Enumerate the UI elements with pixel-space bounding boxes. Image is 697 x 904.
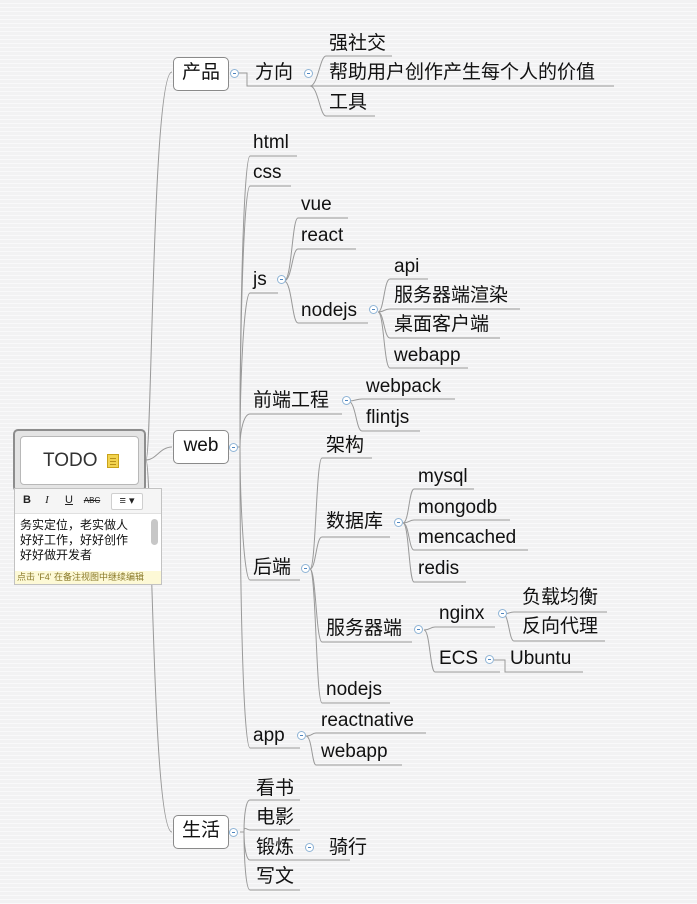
notes-text[interactable]: 务实定位，老实做人 好好工作，好好创作 好好做开发者 — [20, 518, 129, 562]
topic-nodejs-item[interactable]: 桌面客户端 — [394, 314, 490, 335]
topic-css[interactable]: css — [253, 162, 282, 183]
collapse-toggle-nginx[interactable] — [498, 609, 507, 618]
topic-frontend-engineering-item[interactable]: webpack — [366, 376, 441, 397]
topic-database-item[interactable]: mongodb — [418, 497, 498, 518]
collapse-toggle-app[interactable] — [297, 731, 306, 740]
topic-ecs[interactable]: ECS — [439, 648, 479, 669]
topic-direction-item[interactable]: 帮助用户创作产生每个人的价值 — [329, 62, 596, 83]
collapse-toggle-direction[interactable] — [304, 69, 313, 78]
notes-hint: 点击 'F4' 在备注视图中继续编辑 — [15, 571, 161, 584]
root-topic-label-box[interactable]: TODO — [20, 436, 139, 485]
topic-app-item[interactable]: webapp — [321, 741, 388, 762]
topic-database-item[interactable]: redis — [418, 558, 460, 579]
topic-direction-item[interactable]: 强社交 — [329, 33, 387, 54]
collapse-toggle-product[interactable] — [230, 69, 239, 78]
collapse-toggle-web[interactable] — [229, 443, 238, 452]
topic-architecture[interactable]: 架构 — [326, 435, 365, 456]
topic-nodejs[interactable]: nodejs — [301, 300, 357, 321]
topic-app[interactable]: app — [253, 725, 285, 746]
topic-ubuntu[interactable]: Ubuntu — [510, 648, 572, 669]
notes-toolbar: B I U ABC ≡ ▾ — [15, 489, 161, 514]
topic-react[interactable]: react — [301, 225, 344, 246]
topic-nginx[interactable]: nginx — [439, 603, 485, 624]
bold-button[interactable]: B — [23, 494, 31, 506]
root-topic-label: TODO — [43, 450, 98, 471]
topic-app-item[interactable]: reactnative — [321, 710, 414, 731]
topic-product-label: 产品 — [181, 62, 220, 83]
collapse-toggle-database[interactable] — [394, 518, 403, 527]
topic-nginx-item[interactable]: 负载均衡 — [522, 587, 599, 608]
topic-web[interactable]: web — [173, 430, 229, 464]
topic-direction[interactable]: 方向 — [255, 62, 294, 83]
underline-button[interactable]: U — [65, 494, 73, 506]
notes-scrollbar[interactable] — [151, 519, 158, 545]
italic-button[interactable]: I — [45, 494, 49, 506]
topic-database-item[interactable]: mysql — [418, 466, 468, 487]
topic-reading[interactable]: 看书 — [256, 778, 295, 799]
collapse-toggle-frontend-engineering[interactable] — [342, 396, 351, 405]
topic-server-side[interactable]: 服务器端 — [326, 618, 403, 639]
topic-movie[interactable]: 电影 — [256, 807, 295, 828]
notes-popup: B I U ABC ≡ ▾ 务实定位，老实做人 好好工作，好好创作 好好做开发者… — [14, 488, 162, 585]
topic-backend-nodejs[interactable]: nodejs — [326, 679, 382, 700]
topic-nginx-item[interactable]: 反向代理 — [522, 616, 599, 637]
root-topic[interactable]: TODO — [13, 429, 146, 492]
collapse-toggle-backend[interactable] — [301, 564, 310, 573]
topic-frontend-engineering-item[interactable]: flintjs — [366, 407, 410, 428]
topic-cycling[interactable]: 骑行 — [329, 837, 368, 858]
collapse-toggle-js[interactable] — [277, 275, 286, 284]
align-dropdown[interactable]: ≡ ▾ — [111, 493, 143, 510]
topic-frontend-engineering[interactable]: 前端工程 — [253, 390, 330, 411]
topic-database-item[interactable]: mencached — [418, 527, 517, 548]
topic-database[interactable]: 数据库 — [326, 511, 384, 532]
topic-nodejs-item[interactable]: webapp — [394, 345, 461, 366]
collapse-toggle-server-side[interactable] — [414, 625, 423, 634]
note-icon[interactable] — [107, 454, 119, 468]
topic-nodejs-item[interactable]: 服务器端渲染 — [394, 285, 509, 306]
collapse-toggle-nodejs[interactable] — [369, 305, 378, 314]
topic-html[interactable]: html — [253, 132, 289, 153]
collapse-toggle-ecs[interactable] — [485, 655, 494, 664]
topic-direction-item[interactable]: 工具 — [329, 92, 368, 113]
topic-nodejs-item[interactable]: api — [394, 256, 420, 277]
topic-life-label: 生活 — [181, 820, 220, 841]
topic-js[interactable]: js — [253, 269, 267, 290]
collapse-toggle-exercise[interactable] — [305, 843, 314, 852]
topic-web-label: web — [183, 435, 219, 456]
topic-life[interactable]: 生活 — [173, 815, 229, 849]
topic-vue[interactable]: vue — [301, 194, 332, 215]
topic-writing[interactable]: 写文 — [256, 866, 295, 887]
strikethrough-button[interactable]: ABC — [83, 496, 101, 505]
topic-product[interactable]: 产品 — [173, 57, 229, 91]
topic-backend[interactable]: 后端 — [253, 557, 292, 578]
topic-exercise[interactable]: 锻炼 — [256, 837, 295, 858]
collapse-toggle-life[interactable] — [229, 828, 238, 837]
